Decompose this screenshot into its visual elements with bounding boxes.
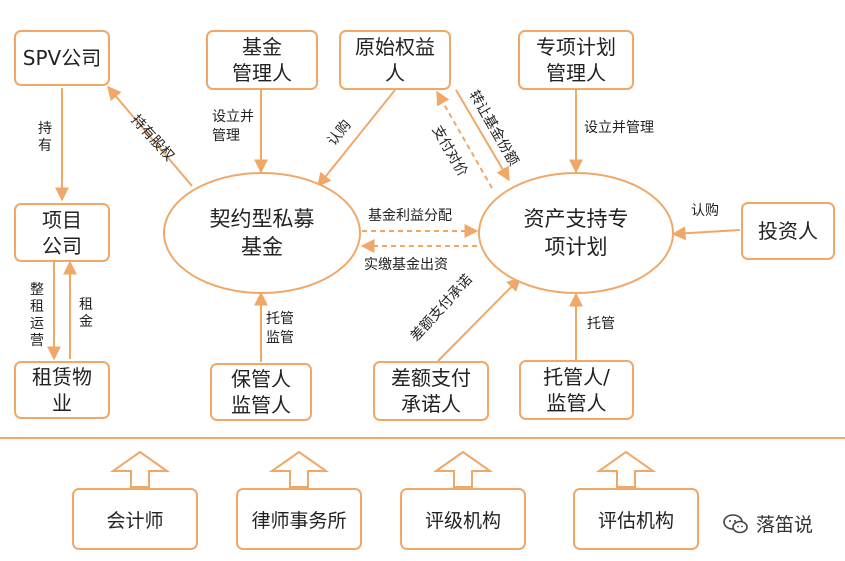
node-guarantor: 差额支付 承诺人 xyxy=(373,361,489,421)
node-project-company: 项目 公司 xyxy=(14,203,110,262)
provider-law-firm: 律师事务所 xyxy=(236,488,362,550)
node-abs-plan: 资产支持专 项计划 xyxy=(478,172,674,294)
node-plan-manager: 专项计划 管理人 xyxy=(518,30,634,90)
label-paid-capital: 实缴基金出资 xyxy=(364,257,448,273)
up-arrow-4 xyxy=(595,450,657,488)
node-leased-property: 租赁物 业 xyxy=(14,361,110,419)
label-hold: 持 有 xyxy=(38,121,52,154)
label-rent: 租 金 xyxy=(79,297,93,330)
wechat-icon xyxy=(723,513,748,533)
arrow-owner-to-plan xyxy=(455,89,510,182)
label-subscribe-plan: 认购 xyxy=(691,203,719,219)
node-spv: SPV公司 xyxy=(14,30,110,86)
label-setup-manage-plan: 设立并管理 xyxy=(584,120,654,136)
node-custodian-plan: 托管人/ 监管人 xyxy=(519,360,634,420)
label-custody-plan: 托管 xyxy=(587,316,615,332)
label-setup-manage-fund: 设立并 管理 xyxy=(212,109,254,144)
label-lease-ops: 整 租 运 营 xyxy=(30,282,44,349)
node-private-fund: 契约型私募 基金 xyxy=(163,172,361,294)
up-arrow-3 xyxy=(432,450,494,488)
label-custody-fund: 托管 监管 xyxy=(266,311,294,346)
provider-appraisal-agency: 评估机构 xyxy=(573,488,699,550)
up-arrow-2 xyxy=(268,450,330,488)
node-fund-manager: 基金 管理人 xyxy=(206,30,318,90)
node-investor: 投资人 xyxy=(741,202,835,260)
provider-accountant: 会计师 xyxy=(72,488,198,550)
label-fund-income: 基金利益分配 xyxy=(368,208,452,224)
watermark-logo: 落笛说 xyxy=(722,510,813,537)
provider-rating-agency: 评级机构 xyxy=(400,488,526,550)
watermark-text: 落笛说 xyxy=(756,514,814,536)
arrow-fund-to-spv xyxy=(107,85,193,187)
up-arrow-1 xyxy=(109,450,171,488)
node-original-owner: 原始权益 人 xyxy=(339,30,451,90)
arrow-plan-to-owner xyxy=(436,90,493,189)
node-custodian-fund: 保管人 监管人 xyxy=(210,363,312,421)
arrow-guarantor-to-plan xyxy=(437,277,521,362)
arrow-investor-to-plan xyxy=(671,226,741,241)
arrow-owner-to-fund xyxy=(317,89,396,188)
